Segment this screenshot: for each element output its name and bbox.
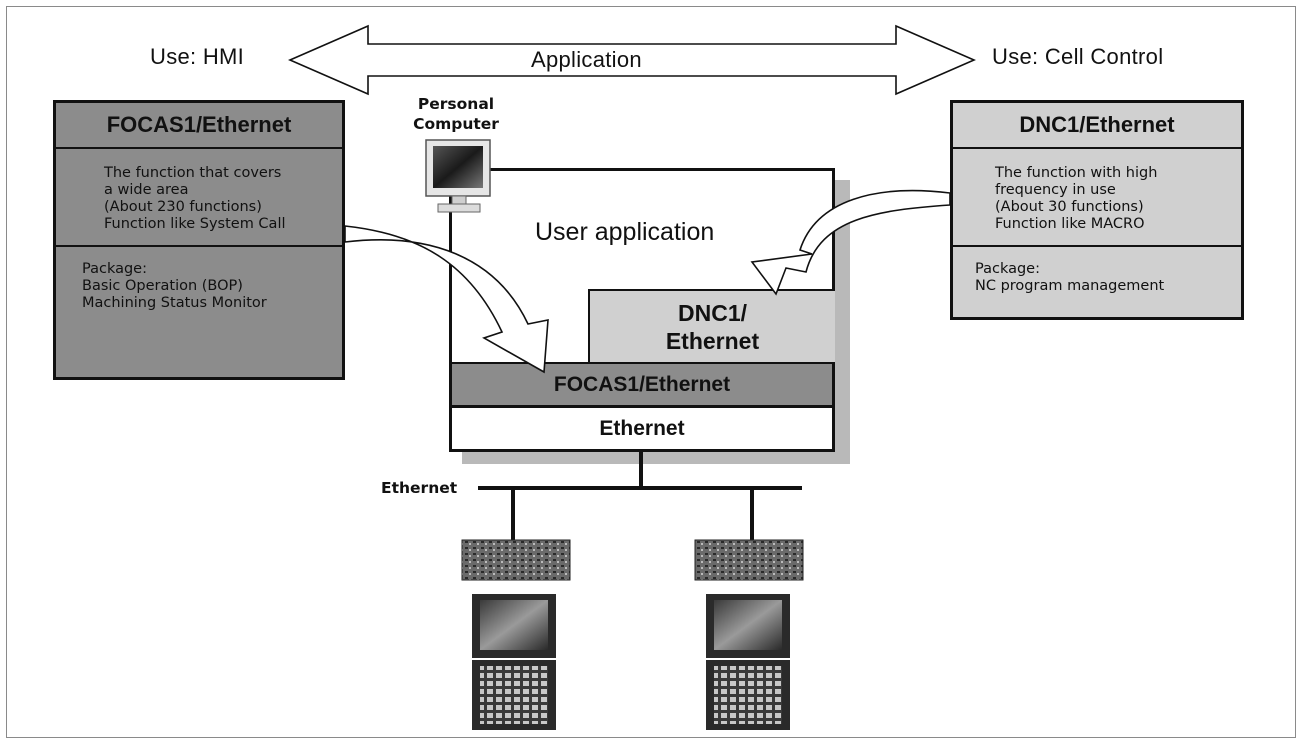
personal-computer-icon <box>425 139 491 213</box>
cnc-unit-left <box>461 539 571 730</box>
ethernet-layer: Ethernet <box>449 406 835 452</box>
focas1-ethernet-box: FOCAS1/Ethernet The function that covers… <box>53 100 345 380</box>
focas1-box-title: FOCAS1/Ethernet <box>56 103 342 149</box>
dnc1-description: The function with high frequency in use … <box>953 149 1241 247</box>
focas1-description: The function that covers a wide area (Ab… <box>56 149 342 247</box>
dnc1-ethernet-box: DNC1/Ethernet The function with high fre… <box>950 100 1244 320</box>
ethernet-bus-label: Ethernet <box>381 479 458 497</box>
application-double-arrow <box>287 24 977 96</box>
dnc1-ethernet-layer: DNC1/ Ethernet <box>588 289 835 364</box>
use-cell-control-label: Use: Cell Control <box>992 44 1164 69</box>
focas1-package: Package: Basic Operation (BOP) Machining… <box>82 261 267 311</box>
user-application-label: User application <box>535 218 715 246</box>
focas1-ethernet-layer: FOCAS1/Ethernet <box>449 362 835 408</box>
dnc1-package: Package: NC program management <box>975 261 1165 294</box>
personal-computer-label: Personal Computer <box>413 95 499 133</box>
use-hmi-label: Use: HMI <box>150 44 245 69</box>
cnc-unit-right <box>694 539 804 730</box>
dnc1-box-title: DNC1/Ethernet <box>953 103 1241 149</box>
application-label: Application <box>531 47 642 72</box>
